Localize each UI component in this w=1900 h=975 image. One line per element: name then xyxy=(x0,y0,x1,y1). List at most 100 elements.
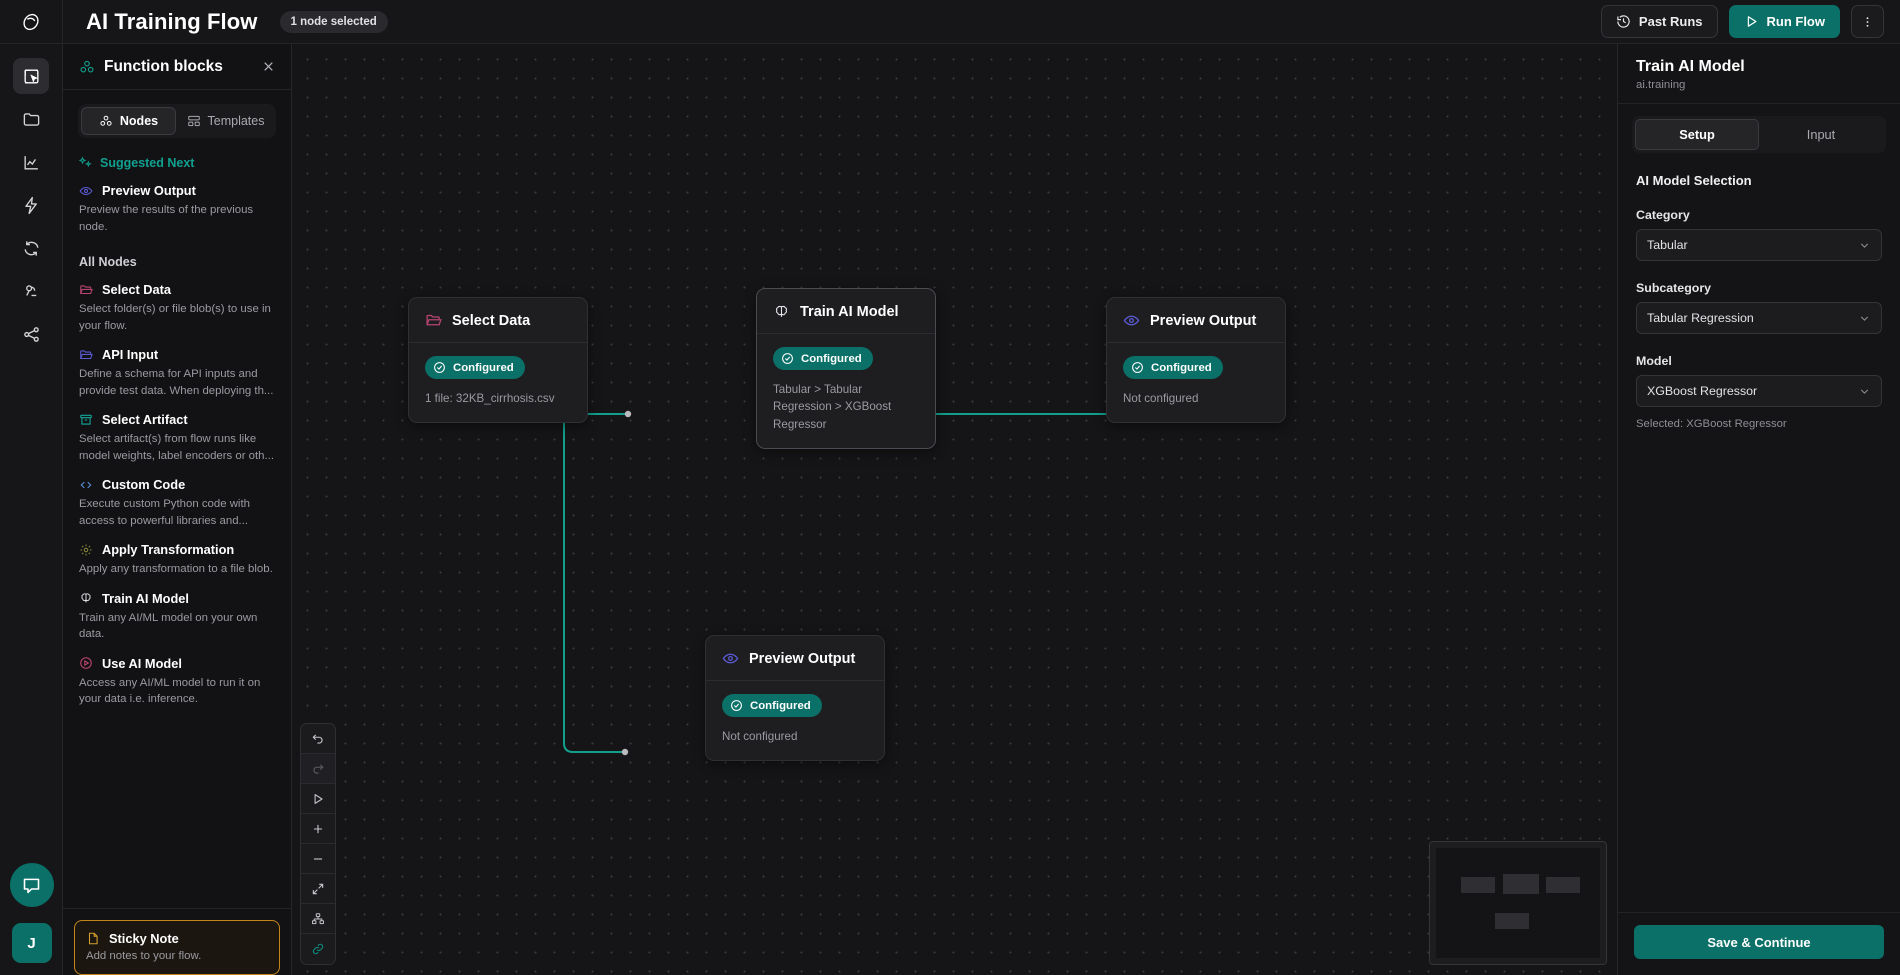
node-list-item-apply-transformation[interactable]: Apply Transformation Apply any transform… xyxy=(63,529,291,578)
rail-bottom: J xyxy=(0,863,63,963)
divider xyxy=(409,342,587,343)
divider xyxy=(706,680,884,681)
status-badge: Configured xyxy=(722,694,822,717)
group-title: AI Model Selection xyxy=(1636,173,1752,188)
canvas-run-button[interactable] xyxy=(301,784,335,814)
node-list-item-name: Use AI Model xyxy=(102,655,182,671)
close-icon[interactable] xyxy=(262,60,275,73)
canvas-toolbar xyxy=(300,723,336,965)
canvas-node-select-data[interactable]: Select Data Configured 1 file: 32KB_cirr… xyxy=(408,297,588,424)
canvas-node-subtitle: Not configured xyxy=(722,730,798,743)
link-mode-button[interactable] xyxy=(301,934,335,964)
rail-item-sync[interactable] xyxy=(13,230,49,266)
bolt-icon xyxy=(24,196,37,214)
category-value: Tabular xyxy=(1647,238,1688,252)
function-blocks-panel: Function blocks Nodes xyxy=(63,44,292,975)
chart-icon xyxy=(23,155,38,170)
tab-templates[interactable]: Templates xyxy=(178,107,273,135)
rail-item-analytics[interactable] xyxy=(13,144,49,180)
status-label: Configured xyxy=(750,699,811,712)
fit-view-button[interactable] xyxy=(301,874,335,904)
function-blocks-icon xyxy=(79,59,95,75)
subcategory-select[interactable]: Tabular Regression xyxy=(1636,302,1882,334)
rail-item-files[interactable] xyxy=(13,101,49,137)
brain-icon xyxy=(775,305,788,317)
auto-layout-button[interactable] xyxy=(301,904,335,934)
check-circle-icon xyxy=(1132,362,1143,373)
node-list-item-desc: Apply any transformation to a file blob. xyxy=(79,563,273,576)
suggested-item-preview-output[interactable]: Preview Output Preview the results of th… xyxy=(63,170,291,235)
canvas-node-preview-output-top[interactable]: Preview Output Configured Not configured xyxy=(1106,297,1286,424)
page-title: AI Training Flow xyxy=(86,8,258,34)
folder-open-icon xyxy=(80,350,93,359)
run-flow-label: Run Flow xyxy=(1766,14,1826,29)
app-logo-icon xyxy=(23,13,39,30)
model-select[interactable]: XGBoost Regressor xyxy=(1636,375,1882,407)
node-list-item-select-artifact[interactable]: Select Artifact Select artifact(s) from … xyxy=(63,399,291,464)
undo-button[interactable] xyxy=(301,724,335,754)
more-menu-button[interactable] xyxy=(1851,5,1884,38)
history-icon xyxy=(1617,15,1630,28)
app-logo[interactable] xyxy=(0,0,63,44)
sparkles-icon xyxy=(79,156,92,168)
run-flow-button[interactable]: Run Flow xyxy=(1728,5,1840,38)
node-list-item-name: Select Artifact xyxy=(102,412,188,428)
avatar[interactable]: J xyxy=(11,923,52,963)
node-list-item-use-ai-model[interactable]: Use AI Model Access any AI/ML model to r… xyxy=(63,643,291,708)
panel-node-list[interactable]: Suggested Next Preview Output Preview th… xyxy=(63,138,291,908)
inspector-panel: Train AI Model ai.training Setup Input A… xyxy=(1617,44,1900,975)
suggested-item-desc: Preview the results of the previous node… xyxy=(79,204,254,233)
minimap[interactable] xyxy=(1429,841,1607,965)
node-list-item-select-data[interactable]: Select Data Select folder(s) or file blo… xyxy=(63,269,291,334)
chat-button[interactable] xyxy=(9,863,54,907)
all-nodes-label: All Nodes xyxy=(79,255,137,270)
icon-rail: J xyxy=(0,44,63,975)
tab-setup[interactable]: Setup xyxy=(1635,119,1759,150)
node-list-item-custom-code[interactable]: Custom Code Execute custom Python code w… xyxy=(63,464,291,529)
canvas-node-train-ai-model[interactable]: Train AI Model Configured Tabular > Tabu… xyxy=(756,288,936,450)
gear-icon xyxy=(80,544,92,556)
selection-badge: 1 node selected xyxy=(279,10,388,33)
check-circle-icon xyxy=(434,362,445,373)
tab-input[interactable]: Input xyxy=(1806,127,1836,142)
tab-nodes[interactable]: Nodes xyxy=(81,107,176,135)
node-list-item-sticky-note[interactable]: Sticky Note Add notes to your flow. xyxy=(74,920,280,975)
share-icon xyxy=(23,326,39,342)
canvas-node-preview-output-bottom[interactable]: Preview Output Configured Not configured xyxy=(705,635,885,762)
flow-canvas[interactable]: Select Data Configured 1 file: 32KB_cirr… xyxy=(292,44,1617,975)
save-and-continue-button[interactable]: Save & Continue xyxy=(1634,925,1884,959)
node-list-item-desc: Execute custom Python code with access t… xyxy=(79,498,250,527)
panel-tabs: Nodes Templates xyxy=(78,104,276,138)
suggested-next-label: Suggested Next xyxy=(100,156,195,170)
rail-item-automations[interactable] xyxy=(13,187,49,223)
inspector-subtitle: ai.training xyxy=(1636,79,1686,91)
top-bar: AI Training Flow 1 node selected Past Ru… xyxy=(0,0,1900,44)
rail-item-share[interactable] xyxy=(13,316,49,352)
zoom-in-icon xyxy=(313,824,323,833)
node-list-item-desc: Train any AI/ML model on your own data. xyxy=(79,611,258,641)
suggested-item-name: Preview Output xyxy=(102,183,196,198)
redo-button[interactable] xyxy=(301,754,335,784)
eye-icon xyxy=(722,653,739,664)
chevron-down-icon xyxy=(1858,312,1871,325)
canvas-node-subtitle: 1 file: 32KB_cirrhosis.csv xyxy=(425,392,555,405)
folder-open-icon xyxy=(80,284,93,294)
model-value: XGBoost Regressor xyxy=(1647,384,1758,398)
refresh-icon xyxy=(24,240,38,256)
zoom-in-button[interactable] xyxy=(301,814,335,844)
status-label: Configured xyxy=(801,352,862,365)
field-label-model: Model xyxy=(1636,354,1672,368)
zoom-out-button[interactable] xyxy=(301,844,335,874)
webhook-icon xyxy=(25,284,36,296)
category-select[interactable]: Tabular xyxy=(1636,229,1882,261)
minimap-node xyxy=(1503,874,1540,895)
check-circle-icon xyxy=(731,700,742,711)
rail-item-webhooks[interactable] xyxy=(13,273,49,309)
node-list-item-name: API Input xyxy=(102,347,159,363)
node-list-item-train-ai-model[interactable]: Train AI Model Train any AI/ML model on … xyxy=(63,578,291,643)
past-runs-button[interactable]: Past Runs xyxy=(1600,5,1718,38)
node-list-item-api-input[interactable]: API Input Define a schema for API inputs… xyxy=(63,334,291,399)
fit-view-icon xyxy=(312,883,324,894)
rail-item-canvas[interactable] xyxy=(13,58,49,94)
node-list-item-name: Custom Code xyxy=(102,477,186,493)
